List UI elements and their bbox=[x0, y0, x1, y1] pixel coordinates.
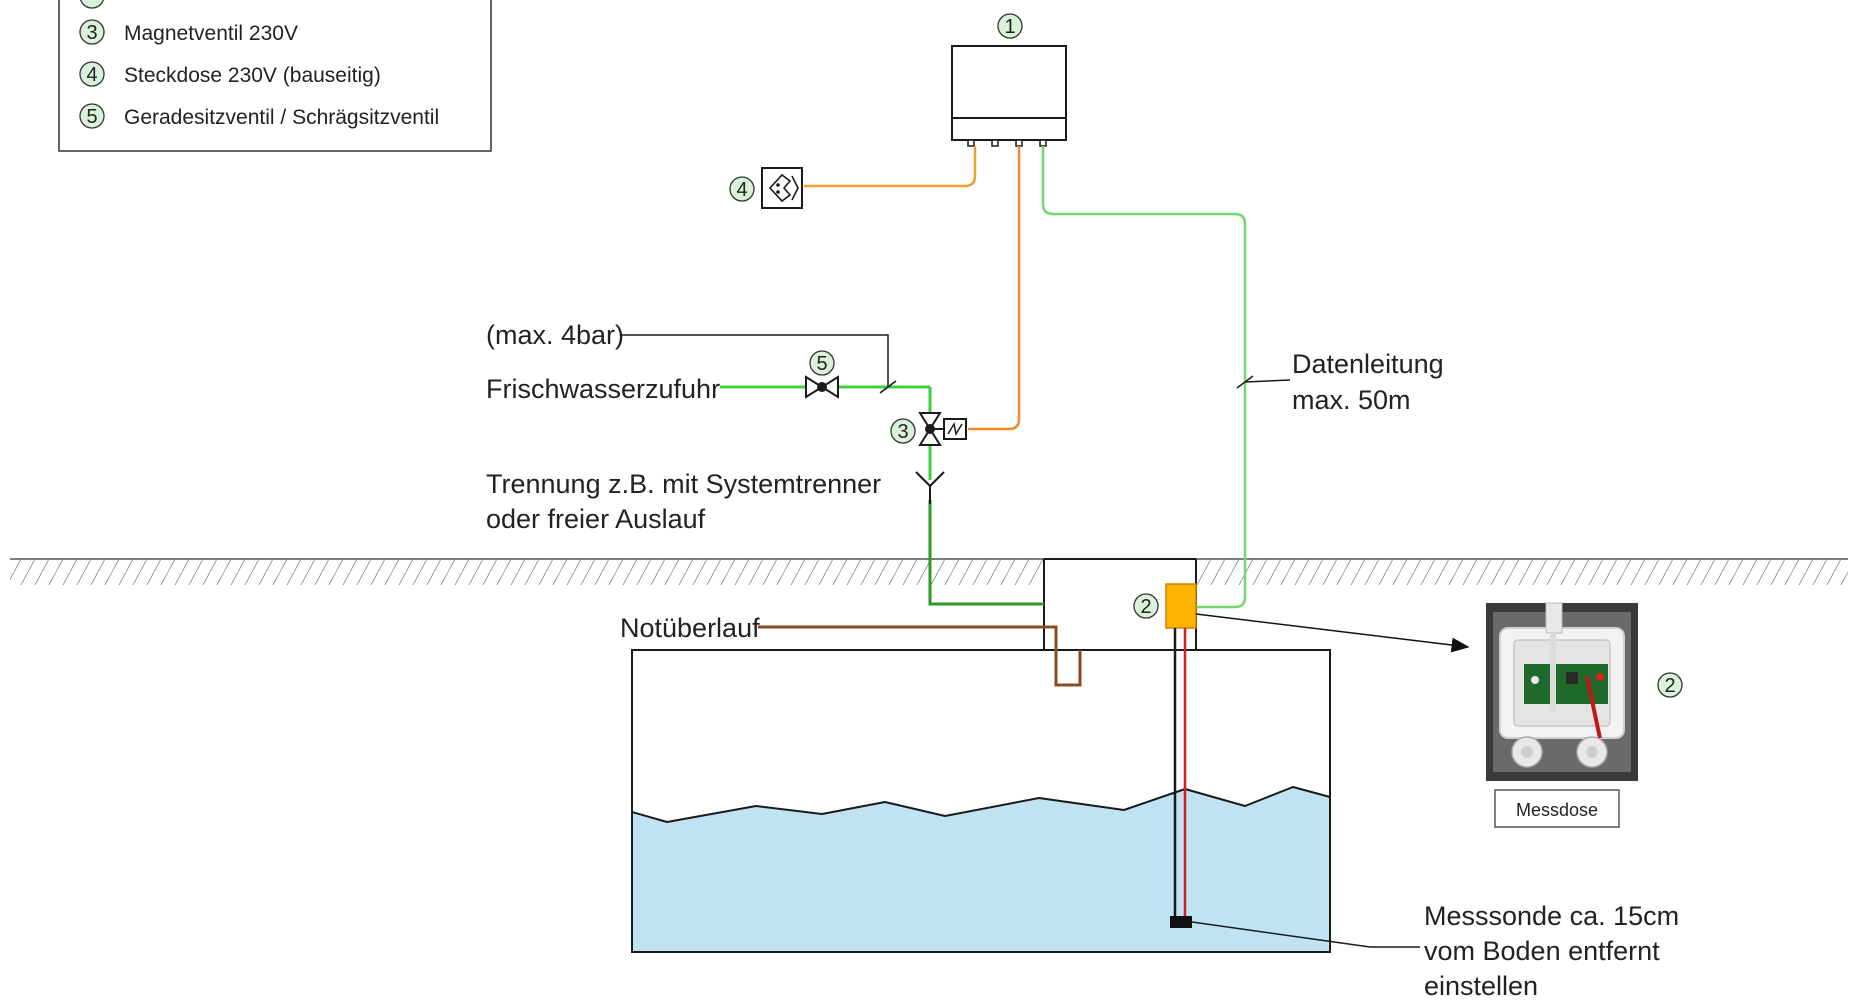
data-line-label-1: Datenleitung bbox=[1292, 349, 1444, 379]
legend-marker-circle bbox=[79, 103, 105, 129]
marker-5 bbox=[809, 350, 835, 376]
marker-1 bbox=[997, 13, 1023, 39]
probe-leader bbox=[1191, 921, 1420, 948]
legend: 3 Magnetventil 230V 4 Steckdose 230V (ba… bbox=[58, 0, 492, 152]
legend-item-text: Geradesitzventil / Schrägsitzventil bbox=[124, 106, 439, 129]
pressure-label: (max. 4bar) bbox=[486, 320, 624, 350]
overflow-label: Notüberlauf bbox=[620, 613, 760, 643]
probe-label-line2: vom Boden entfernt bbox=[1424, 936, 1660, 966]
marker-4 bbox=[729, 176, 755, 202]
junction-box-arrow bbox=[1195, 613, 1470, 653]
messdose-photo bbox=[1486, 602, 1638, 781]
fill-pipe-to-tank bbox=[928, 500, 1044, 606]
socket-icon bbox=[761, 167, 803, 209]
separation-label-line1: Trennung z.B. mit Systemtrenner bbox=[486, 469, 881, 499]
tank-outline bbox=[631, 649, 1331, 953]
marker-2-photo bbox=[1657, 672, 1683, 698]
photo-caption: Messdose bbox=[1516, 800, 1598, 820]
overflow-pipe bbox=[758, 625, 1082, 687]
marker-2-number: 2 bbox=[1140, 596, 1151, 618]
legend-marker-number: 5 bbox=[86, 106, 97, 128]
probe-label-line1: Messsonde ca. 15cm bbox=[1424, 901, 1679, 931]
marker-5-number: 5 bbox=[816, 353, 827, 375]
fresh-water-label: Frischwasserzufuhr bbox=[486, 374, 720, 404]
power-cable bbox=[804, 146, 977, 188]
data-cable bbox=[1041, 146, 1247, 609]
air-gap-funnel-icon bbox=[915, 471, 945, 504]
solenoid-valve-icon bbox=[918, 412, 967, 446]
pressure-leader bbox=[620, 334, 889, 387]
valve-cable bbox=[968, 146, 1021, 431]
legend-marker-number: 4 bbox=[86, 64, 97, 86]
junction-box bbox=[1165, 583, 1197, 629]
legend-item-steckdose: 4 Steckdose 230V (bauseitig) bbox=[79, 61, 381, 87]
marker-3 bbox=[890, 418, 916, 444]
ground bbox=[10, 558, 1848, 585]
control-unit bbox=[951, 45, 1067, 147]
legend-marker-circle bbox=[79, 19, 105, 45]
measuring-probe bbox=[1170, 916, 1192, 928]
globe-valve-icon bbox=[805, 375, 839, 399]
pressure-tick bbox=[879, 380, 897, 394]
photo-caption-box bbox=[1494, 789, 1620, 828]
legend-item-text: Steckdose 230V (bauseitig) bbox=[124, 64, 381, 87]
cistern-tank bbox=[631, 649, 1331, 953]
data-line-leader bbox=[1244, 379, 1291, 383]
legend-item-ventil: 5 Geradesitzventil / Schrägsitzventil bbox=[79, 103, 439, 129]
legend-item-text: Magnetventil 230V bbox=[124, 22, 298, 45]
marker-2 bbox=[1133, 593, 1159, 619]
separation-label-line2: oder freier Auslauf bbox=[486, 504, 706, 534]
marker-4-number: 4 bbox=[736, 179, 747, 201]
legend-marker-number: 3 bbox=[86, 22, 97, 44]
legend-item-magnetventil: 3 Magnetventil 230V bbox=[79, 19, 298, 45]
marker-1-number: 1 bbox=[1004, 16, 1015, 38]
data-line-label-2: max. 50m bbox=[1292, 385, 1411, 415]
probe-label-line3: einstellen bbox=[1424, 971, 1538, 1001]
legend-marker-circle bbox=[79, 61, 105, 87]
marker-3-number: 3 bbox=[897, 421, 908, 443]
marker-2-photo-number: 2 bbox=[1664, 675, 1675, 697]
